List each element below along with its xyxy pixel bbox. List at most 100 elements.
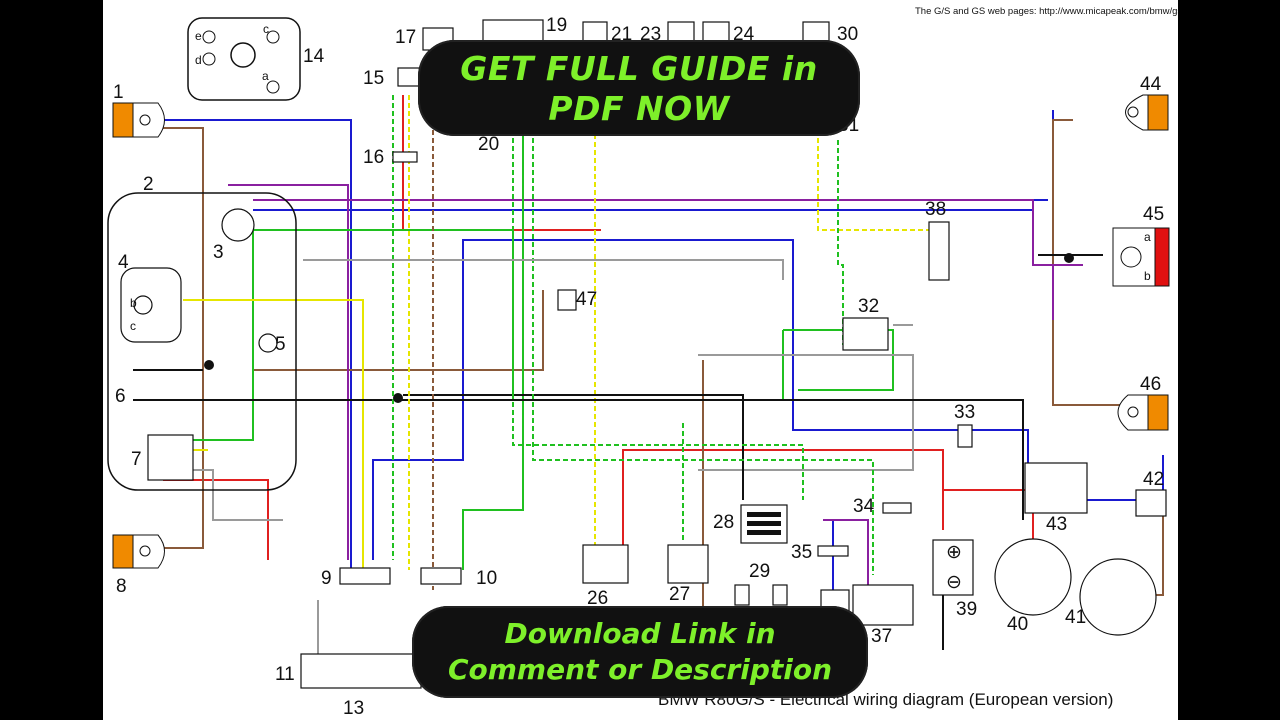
- label-24: 24: [733, 24, 755, 45]
- wire-red: [163, 479, 269, 560]
- label-20: 20: [478, 134, 499, 155]
- wire-blue: [792, 400, 1029, 465]
- connector-38: [928, 221, 950, 281]
- promo-banner-top-line2: PDF NOW: [548, 89, 730, 128]
- c14-label-c: c: [263, 22, 269, 36]
- label-2: 2: [143, 174, 154, 195]
- lamp-8: [112, 534, 165, 569]
- label-17: 17: [395, 27, 416, 48]
- label-30: 30: [837, 24, 858, 45]
- instrument-7: [147, 434, 194, 481]
- label-37: 37: [871, 626, 892, 647]
- relay-15: [397, 67, 421, 87]
- label-33: 33: [954, 402, 975, 423]
- label-47: 47: [576, 289, 597, 310]
- wire-brown: [253, 290, 544, 371]
- wire-purple: [1033, 264, 1054, 320]
- lamp-46: [1117, 394, 1169, 431]
- wire-brown: [1052, 119, 1143, 406]
- label-15: 15: [363, 68, 384, 89]
- component-47: [557, 289, 577, 311]
- junction-dot: [204, 360, 214, 370]
- source-url-text: The G/S and GS web pages: http://www.mic…: [915, 6, 1178, 17]
- label-14: 14: [303, 46, 325, 67]
- wire-green: [783, 329, 894, 391]
- label-13: 13: [343, 698, 364, 719]
- label-35: 35: [791, 542, 812, 563]
- relay-bars: [747, 512, 781, 535]
- alternator-41: [1079, 558, 1157, 636]
- wire-green-dashed: [532, 130, 874, 575]
- wire-gray: [183, 469, 283, 521]
- promo-banner-top-line1: GET FULL GUIDE in: [460, 49, 818, 88]
- label-42: 42: [1143, 469, 1164, 490]
- wire-gray: [303, 259, 784, 280]
- label-19: 19: [546, 15, 567, 36]
- component-numbers: 1 2 3 4 5 6 7 8 9 10 11 13 14 15 16 17 1…: [113, 15, 1164, 719]
- label-6: 6: [115, 386, 126, 407]
- promo-banner-top[interactable]: GET FULL GUIDE in PDF NOW: [418, 40, 860, 136]
- label-8: 8: [116, 576, 127, 597]
- switch-block-11-13: [300, 653, 422, 689]
- wire-gray: [698, 354, 914, 471]
- label-32: 32: [858, 296, 879, 317]
- junctions: [204, 253, 1074, 403]
- label-1: 1: [113, 82, 124, 103]
- c4-label-c: c: [130, 319, 136, 333]
- label-39: 39: [956, 599, 977, 620]
- battery-minus-symbol: ⊖: [946, 572, 962, 593]
- label-26: 26: [587, 588, 608, 609]
- wire-green: [462, 130, 524, 570]
- wire-black: [403, 394, 744, 500]
- junction-dot: [1064, 253, 1074, 263]
- wire-green-dashed: [512, 130, 804, 500]
- wire-purple: [823, 519, 869, 585]
- ignition-switch-3: [221, 208, 255, 242]
- battery-39: [932, 539, 974, 596]
- battery-plus-symbol: ⊕: [946, 542, 962, 563]
- label-29: 29: [749, 561, 770, 582]
- label-9: 9: [321, 568, 332, 589]
- label-4: 4: [118, 252, 129, 273]
- connector-33: [957, 424, 973, 448]
- wire-purple: [228, 184, 349, 560]
- wire-yellow: [183, 299, 364, 570]
- connector-16: [392, 151, 418, 163]
- label-41: 41: [1065, 607, 1086, 628]
- label-21: 21: [611, 24, 632, 45]
- wire-purple: [253, 199, 1083, 266]
- wire-blue: [163, 119, 352, 570]
- component-27: [667, 544, 709, 584]
- label-34: 34: [853, 496, 875, 517]
- starter-40: [994, 538, 1072, 616]
- label-23: 23: [640, 24, 661, 45]
- wire-black: [133, 399, 1024, 520]
- label-16: 16: [363, 147, 384, 168]
- label-3: 3: [213, 242, 224, 263]
- c45-label-b: b: [1144, 269, 1151, 283]
- c4-label-b: b: [130, 296, 137, 310]
- wire-green-dashed: [837, 140, 844, 345]
- fuses-29: [734, 584, 788, 606]
- cockpit-outline: [107, 192, 297, 491]
- fuse-box-32: [842, 317, 889, 351]
- wire-yellow-dashed: [817, 130, 933, 231]
- promo-banner-bottom-line2: Comment or Description: [447, 653, 833, 686]
- lamp-45-taillight: a b: [1112, 227, 1170, 287]
- label-7: 7: [131, 449, 142, 470]
- label-46: 46: [1140, 374, 1161, 395]
- connector-10: [420, 567, 462, 585]
- label-28: 28: [713, 512, 734, 533]
- wire-blue: [832, 519, 843, 600]
- wire-blue: [372, 239, 794, 560]
- junction-dot: [393, 393, 403, 403]
- promo-banner-bottom-line1: Download Link in: [504, 617, 776, 650]
- lamp-5: [258, 333, 278, 353]
- component-14: e c d a: [187, 17, 301, 101]
- label-10: 10: [476, 568, 497, 589]
- c14-label-e: e: [195, 29, 202, 43]
- connector-34: [882, 502, 912, 514]
- lamp-44: [1125, 94, 1169, 131]
- promo-banner-bottom[interactable]: Download Link in Comment or Description: [412, 606, 868, 698]
- label-11: 11: [275, 664, 295, 685]
